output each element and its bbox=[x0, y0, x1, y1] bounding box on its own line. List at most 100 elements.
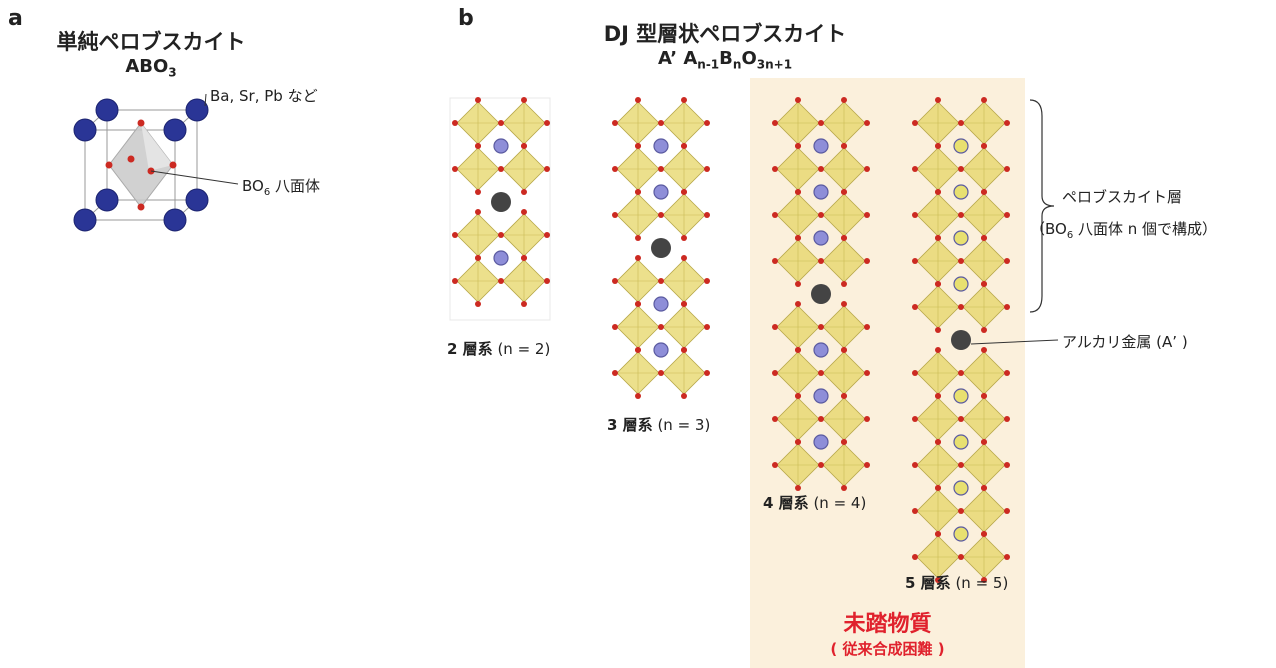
oxygen-atom bbox=[795, 143, 801, 149]
oxygen-atom bbox=[912, 462, 918, 468]
oxygen-atom bbox=[1004, 554, 1010, 560]
oxygen-atom bbox=[935, 393, 941, 399]
a-site-atom bbox=[95, 98, 119, 122]
oxygen-atom bbox=[981, 531, 987, 537]
label-structure-n2: 2 層系 (n = 2) bbox=[447, 340, 551, 358]
a-site-atom bbox=[185, 98, 209, 122]
a-site-atom bbox=[185, 188, 209, 212]
oxygen-atom bbox=[137, 119, 145, 127]
oxygen-atom bbox=[475, 97, 481, 103]
oxygen-atom bbox=[981, 439, 987, 445]
oxygen-atom bbox=[612, 370, 618, 376]
label-alkali-metal: アルカリ金属 (A’ ) bbox=[1062, 333, 1188, 351]
alkali-metal-atom bbox=[811, 284, 831, 304]
a-site-atom bbox=[653, 296, 669, 312]
oxygen-atom bbox=[612, 120, 618, 126]
oxygen-atom bbox=[772, 462, 778, 468]
alkali-metal-atom bbox=[951, 330, 971, 350]
oxygen-atom bbox=[935, 439, 941, 445]
a-site-atom bbox=[73, 208, 97, 232]
a-site-atom bbox=[813, 138, 829, 154]
oxygen-atom bbox=[818, 212, 824, 218]
a-site-atom bbox=[653, 138, 669, 154]
oxygen-atom bbox=[912, 370, 918, 376]
oxygen-atom bbox=[841, 235, 847, 241]
oxygen-atom bbox=[981, 143, 987, 149]
oxygen-atom bbox=[795, 97, 801, 103]
oxygen-atom bbox=[864, 416, 870, 422]
oxygen-atom bbox=[704, 324, 710, 330]
oxygen-atom bbox=[452, 278, 458, 284]
oxygen-atom bbox=[981, 189, 987, 195]
a-site-atom bbox=[953, 480, 969, 496]
oxygen-atom bbox=[475, 189, 481, 195]
oxygen-atom bbox=[772, 324, 778, 330]
a-site-atom bbox=[953, 276, 969, 292]
oxygen-atom bbox=[981, 577, 987, 583]
oxygen-atom bbox=[981, 393, 987, 399]
a-site-atom bbox=[813, 184, 829, 200]
a-site-atom bbox=[813, 230, 829, 246]
oxygen-atom bbox=[544, 232, 550, 238]
oxygen-atom bbox=[981, 327, 987, 333]
oxygen-atom bbox=[864, 462, 870, 468]
oxygen-atom bbox=[635, 143, 641, 149]
oxygen-atom bbox=[635, 255, 641, 261]
unexplored-material-title: 未踏物質 bbox=[843, 612, 932, 637]
label-bo6-octahedron: BO6 八面体 bbox=[242, 177, 320, 198]
oxygen-atom bbox=[935, 281, 941, 287]
oxygen-atom bbox=[772, 370, 778, 376]
a-site-atom bbox=[953, 138, 969, 154]
oxygen-atom bbox=[772, 166, 778, 172]
oxygen-atom bbox=[169, 161, 177, 169]
oxygen-atom bbox=[818, 120, 824, 126]
oxygen-atom bbox=[864, 120, 870, 126]
oxygen-atom bbox=[658, 212, 664, 218]
oxygen-atom bbox=[935, 531, 941, 537]
oxygen-atom bbox=[935, 347, 941, 353]
oxygen-atom bbox=[1004, 370, 1010, 376]
oxygen-atom bbox=[612, 212, 618, 218]
oxygen-atom bbox=[475, 301, 481, 307]
oxygen-atom bbox=[498, 166, 504, 172]
oxygen-atom bbox=[935, 189, 941, 195]
oxygen-atom bbox=[958, 554, 964, 560]
oxygen-atom bbox=[635, 235, 641, 241]
unexplored-material-subtitle: ( 従来合成困難 ) bbox=[830, 640, 945, 658]
oxygen-atom bbox=[818, 370, 824, 376]
a-site-atom bbox=[953, 388, 969, 404]
a-site-atom bbox=[813, 388, 829, 404]
oxygen-atom bbox=[912, 212, 918, 218]
oxygen-atom bbox=[935, 577, 941, 583]
oxygen-atom bbox=[795, 281, 801, 287]
oxygen-atom bbox=[704, 278, 710, 284]
oxygen-atom bbox=[521, 255, 527, 261]
oxygen-atom bbox=[958, 370, 964, 376]
panel-a-title: 単純ペロブスカイト bbox=[56, 30, 246, 54]
oxygen-atom bbox=[1004, 258, 1010, 264]
oxygen-atom bbox=[841, 439, 847, 445]
oxygen-atom bbox=[958, 462, 964, 468]
oxygen-atom bbox=[635, 347, 641, 353]
oxygen-atom bbox=[612, 166, 618, 172]
label-perovskite-layer: ペロブスカイト層 bbox=[1062, 188, 1183, 206]
oxygen-atom bbox=[864, 324, 870, 330]
alkali-metal-atom bbox=[651, 238, 671, 258]
oxygen-atom bbox=[704, 212, 710, 218]
oxygen-atom bbox=[912, 166, 918, 172]
oxygen-atom bbox=[981, 281, 987, 287]
oxygen-atom bbox=[1004, 416, 1010, 422]
oxygen-atom bbox=[704, 166, 710, 172]
a-site-atom bbox=[953, 434, 969, 450]
a-site-atom bbox=[953, 526, 969, 542]
oxygen-atom bbox=[841, 347, 847, 353]
octahedron-leader-line bbox=[150, 170, 239, 185]
oxygen-atom bbox=[137, 203, 145, 211]
oxygen-atom bbox=[795, 301, 801, 307]
oxygen-atom bbox=[912, 258, 918, 264]
oxygen-atom bbox=[841, 97, 847, 103]
perovskite-layer-brace bbox=[1029, 99, 1055, 313]
a-site-atom bbox=[493, 138, 509, 154]
oxygen-atom bbox=[864, 212, 870, 218]
alkali-leader-line bbox=[970, 339, 1059, 345]
